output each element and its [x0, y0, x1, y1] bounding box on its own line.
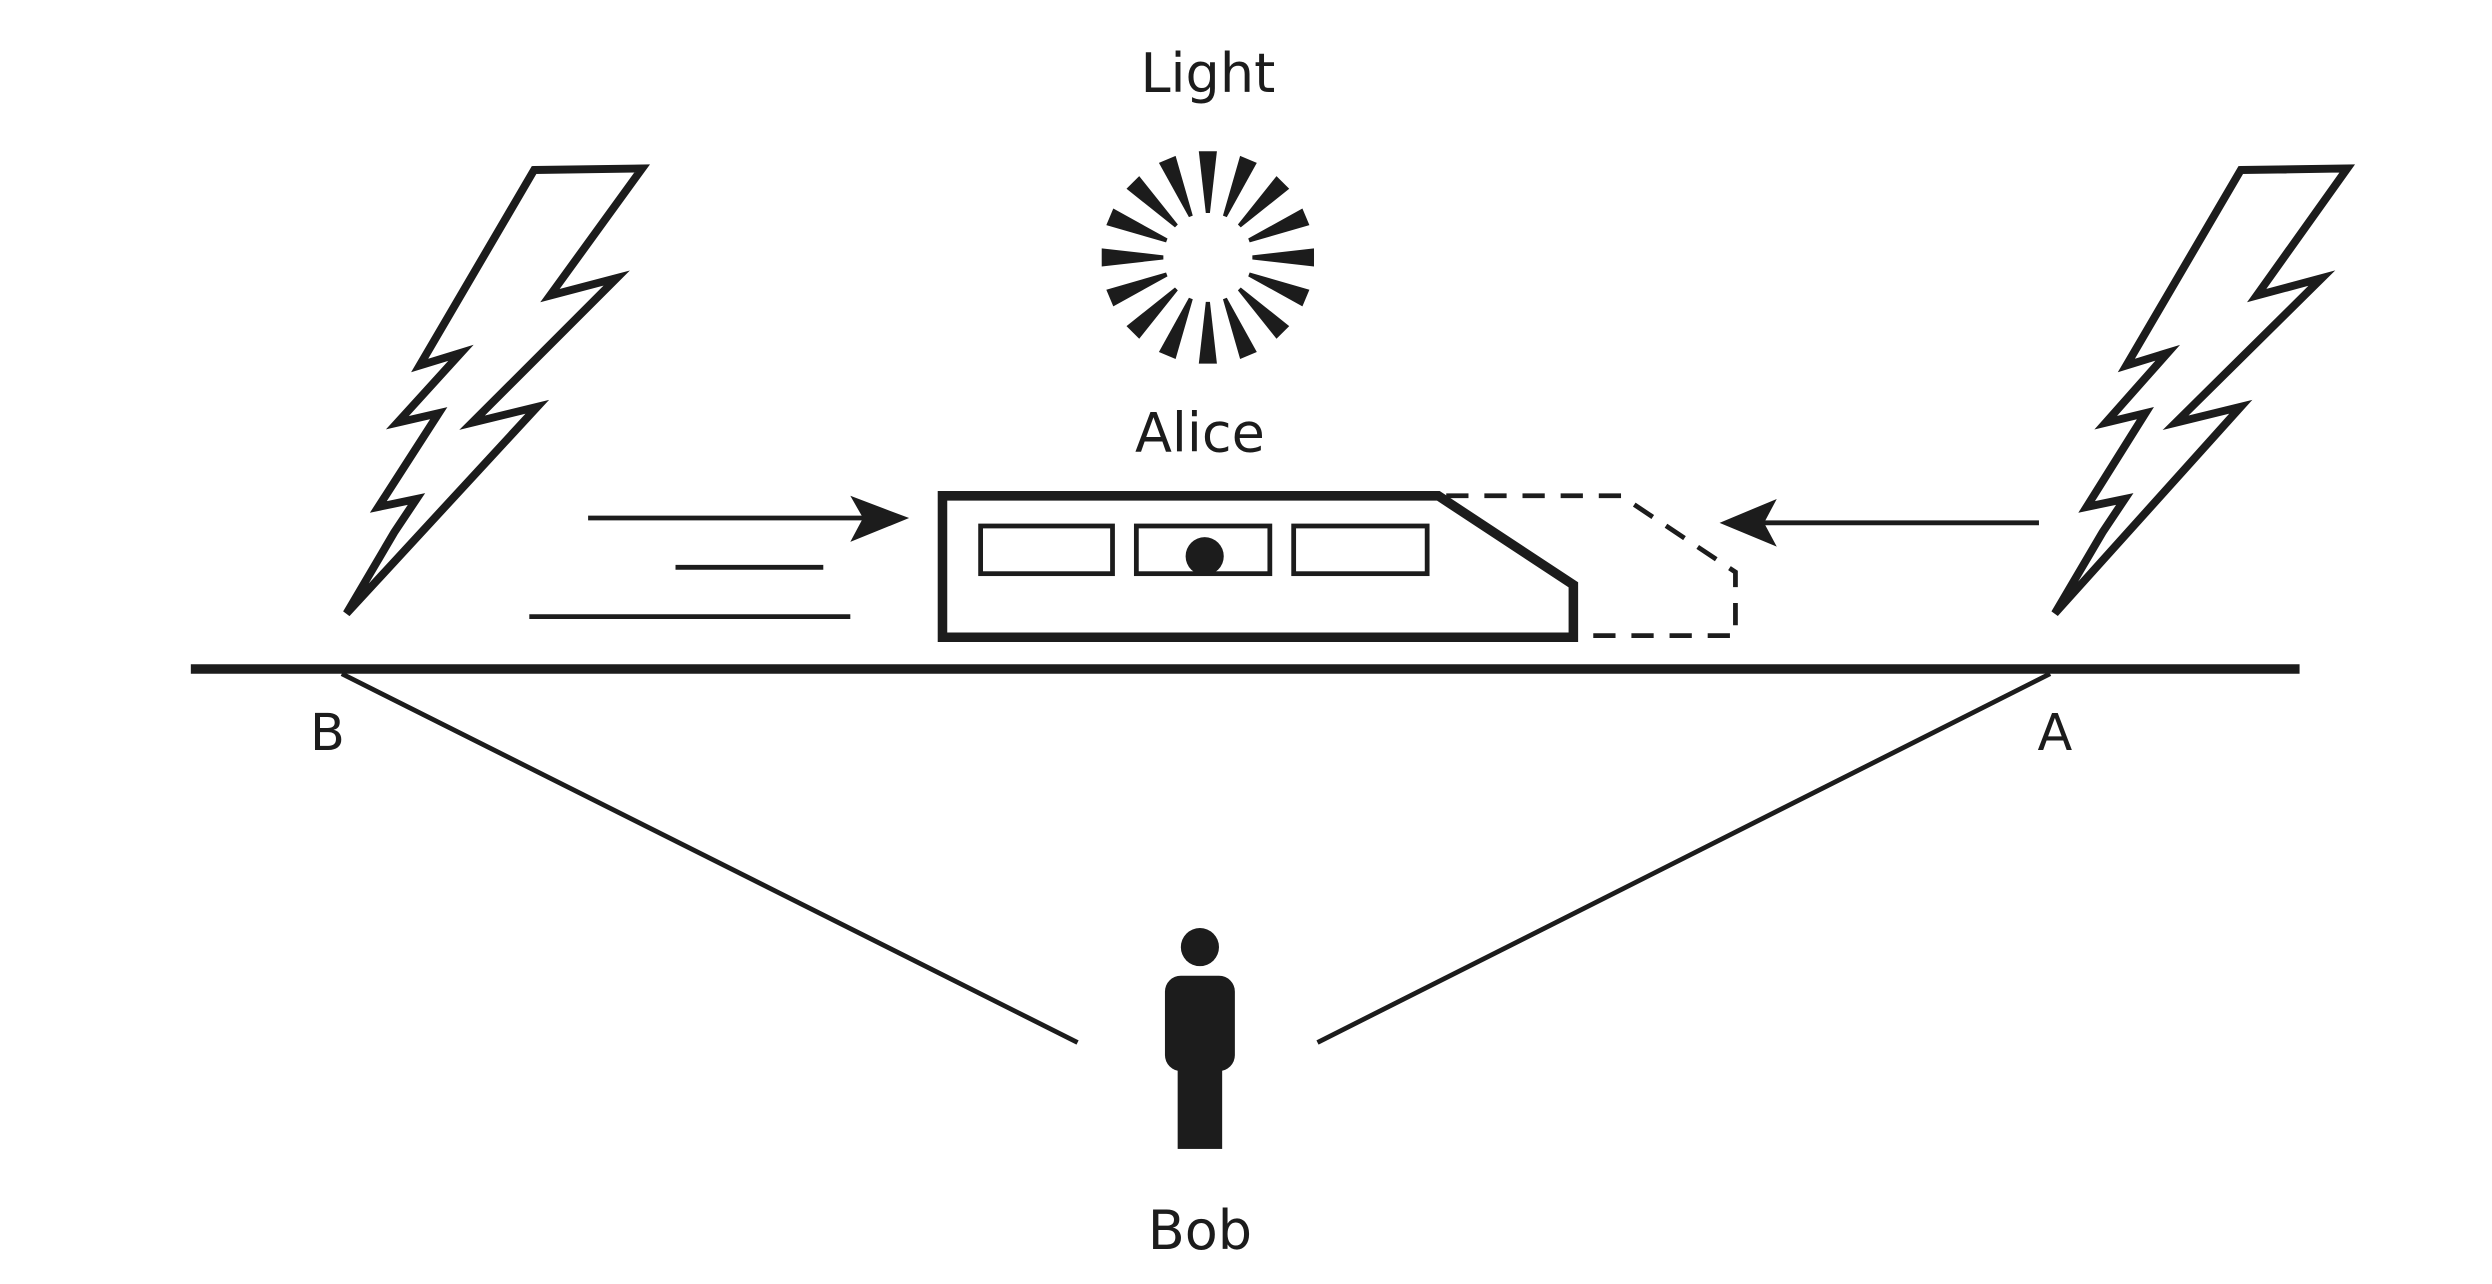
bob-label: Bob	[1148, 1199, 1252, 1262]
light-ray	[1248, 272, 1310, 307]
train-body	[937, 491, 1579, 642]
light-label: Light	[1140, 42, 1275, 105]
light-ray	[1106, 272, 1168, 307]
train-window-1	[978, 523, 1115, 577]
point-b-label: B	[310, 703, 345, 762]
light-ray	[1126, 287, 1178, 339]
light-ray	[1237, 287, 1290, 339]
arrowhead-right-icon	[850, 495, 910, 542]
light-ray	[1101, 248, 1164, 267]
sight-line-a	[1316, 671, 2052, 1045]
light-ray	[1252, 248, 1315, 267]
arrowhead-left-icon	[1719, 498, 1777, 547]
alice-icon	[1185, 537, 1224, 576]
light-burst-icon	[1101, 151, 1315, 364]
sight-line-b	[340, 671, 1079, 1045]
train-window-3	[1291, 523, 1430, 577]
light-ray	[1248, 208, 1310, 243]
train-ghost-outline	[1446, 493, 1738, 639]
light-ray	[1106, 208, 1168, 243]
light-ray	[1222, 297, 1257, 359]
light-ray	[1222, 155, 1257, 218]
light-ray	[1237, 176, 1290, 228]
point-a-label: A	[2037, 703, 2072, 762]
light-ray	[1158, 297, 1193, 359]
light-ray	[1126, 176, 1178, 228]
lightning-bolt-right-icon	[2051, 164, 2356, 617]
light-ray	[1198, 301, 1217, 364]
alice-label: Alice	[1135, 401, 1265, 464]
light-ray	[1158, 155, 1193, 218]
light-ray	[1198, 151, 1217, 213]
lightning-bolt-left-icon	[343, 164, 651, 617]
bob-person-icon	[1164, 928, 1235, 1149]
